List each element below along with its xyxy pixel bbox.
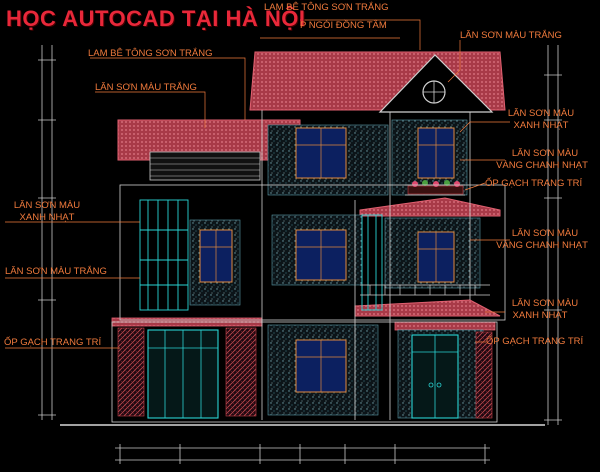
label-xanh-nhat-left-b: XANH NHẠT — [19, 212, 75, 223]
label-vang-chanh-1b: VÀNG CHANH NHẠT — [496, 160, 588, 171]
label-xanh-nhat-2b: XANH NHẠT — [512, 310, 568, 321]
label-vang-chanh-2b: VÀNG CHANH NHẠT — [496, 240, 588, 251]
label-ngoi-dong-tam: P NGÓI ĐỒNG TÂM — [300, 20, 387, 31]
flower-box — [407, 180, 464, 195]
glass-stair-tower — [139, 199, 189, 311]
label-xanh-nhat-2a: LĂN SƠN MÀU — [511, 298, 579, 309]
label-xanh-nhat-1b: XANH NHẠT — [513, 120, 569, 131]
label-op-gach-left: ỐP GẠCH TRANG TRÍ — [4, 337, 102, 348]
label-son-trang-left-top: LĂN SƠN MÀU TRẮNG — [95, 82, 197, 93]
leader-lines — [5, 19, 510, 349]
label-vang-chanh-1a: LĂN SƠN MÀU — [511, 148, 579, 159]
label-lam-be-tong-top: LAM BÊ TÔNG SƠN TRẮNG — [264, 2, 389, 13]
main-roof — [249, 51, 506, 113]
label-son-trang-left-2: LĂN SƠN MÀU TRẮNG — [5, 266, 107, 277]
label-lam-be-tong-left: LAM BÊ TÔNG SƠN TRẮNG — [88, 48, 213, 59]
bottom-dimension-lines — [115, 444, 490, 464]
page-title: HỌC AUTOCAD TẠI HÀ NỘI — [6, 6, 306, 31]
label-op-gach-right-1: ỐP GẠCH TRANG TRÍ — [485, 178, 583, 189]
label-son-trang-right-top: LĂN SƠN MÀU TRẮNG — [460, 30, 562, 41]
label-xanh-nhat-left-a: LĂN SƠN MÀU — [13, 200, 81, 211]
left-dimension-lines — [38, 45, 56, 420]
wall-outlines — [111, 110, 506, 423]
middle-roof — [359, 197, 501, 217]
label-xanh-nhat-1a: LĂN SƠN MÀU — [507, 108, 575, 119]
label-op-gach-right-2: ỐP GẠCH TRANG TRÍ — [486, 336, 584, 347]
right-dimension-lines — [544, 45, 562, 425]
label-vang-chanh-2a: LĂN SƠN MÀU — [511, 228, 579, 239]
